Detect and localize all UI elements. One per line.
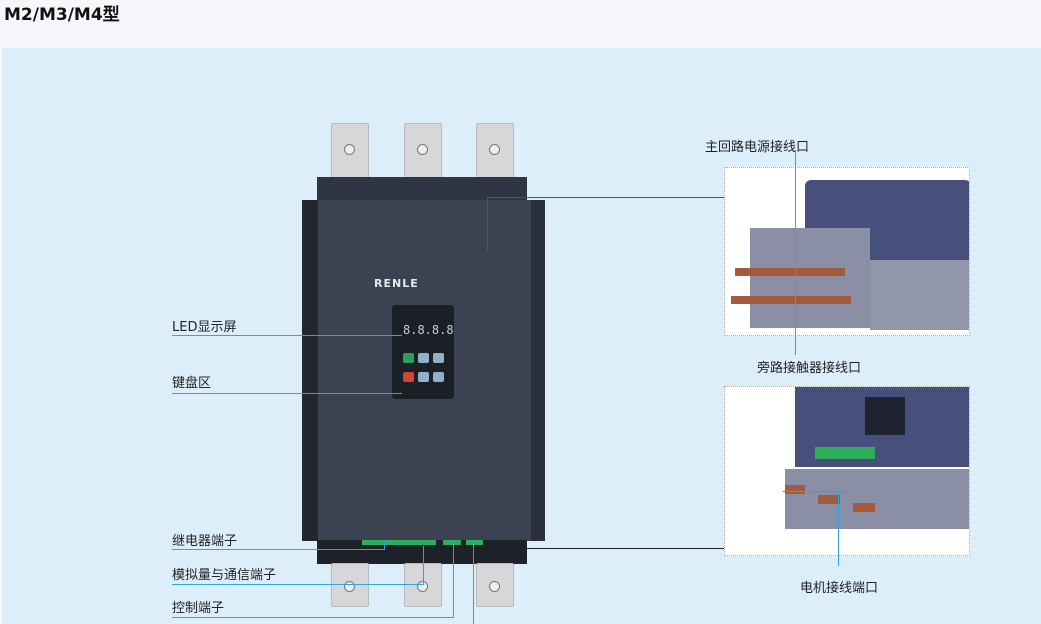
leader-led bbox=[172, 335, 402, 336]
bottom-terminal-3 bbox=[476, 563, 514, 607]
keypad-panel: 8.8.8.8 bbox=[392, 305, 454, 399]
down-key[interactable] bbox=[418, 372, 429, 382]
stop-key[interactable] bbox=[403, 372, 414, 382]
top-terminal-2 bbox=[404, 123, 442, 183]
page-title: M2/M3/M4型 bbox=[4, 5, 120, 25]
top-terminal-1 bbox=[331, 123, 369, 183]
label-relay: 继电器端子 bbox=[172, 534, 238, 549]
terminal-block-analog bbox=[443, 540, 461, 545]
leader-control-v bbox=[453, 542, 454, 618]
led-display: 8.8.8.8 bbox=[403, 323, 454, 337]
connector-bottom bbox=[527, 548, 725, 549]
label-control: 控制端子 bbox=[172, 601, 225, 616]
label-analog: 模拟量与通信端子 bbox=[172, 568, 277, 583]
set-key[interactable] bbox=[433, 372, 444, 382]
leader-analog bbox=[172, 584, 424, 585]
leader-relay bbox=[172, 549, 385, 550]
label-keypad: 键盘区 bbox=[172, 376, 212, 391]
run-key[interactable] bbox=[403, 353, 414, 363]
leader-motor-h bbox=[783, 491, 853, 492]
leader-relay-v bbox=[384, 542, 385, 550]
connector-top bbox=[487, 197, 488, 251]
photo-motor bbox=[724, 386, 970, 556]
connector-top-h bbox=[487, 197, 725, 198]
leader-keypad bbox=[172, 393, 402, 394]
label-main-power: 主回路电源接线口 bbox=[705, 140, 810, 155]
device-top-cap bbox=[317, 177, 527, 202]
label-led: LED显示屏 bbox=[172, 320, 237, 335]
device-brand: RENLE bbox=[374, 277, 419, 290]
top-terminal-3 bbox=[476, 123, 514, 183]
photo-main-power bbox=[724, 167, 970, 336]
bottom-terminal-1 bbox=[331, 563, 369, 607]
ent-key[interactable] bbox=[433, 353, 444, 363]
label-bypass: 旁路接触器接线口 bbox=[757, 361, 862, 376]
leader-main-power bbox=[795, 150, 796, 355]
terminal-block-control bbox=[466, 540, 483, 545]
label-motor: 电机接线端口 bbox=[800, 581, 879, 596]
leader-analog-v bbox=[423, 546, 424, 585]
leader-extra-v bbox=[473, 542, 474, 624]
leader-motor bbox=[838, 491, 839, 566]
up-key[interactable] bbox=[418, 353, 429, 363]
leader-control bbox=[172, 617, 454, 618]
terminal-block-relay bbox=[362, 540, 436, 545]
